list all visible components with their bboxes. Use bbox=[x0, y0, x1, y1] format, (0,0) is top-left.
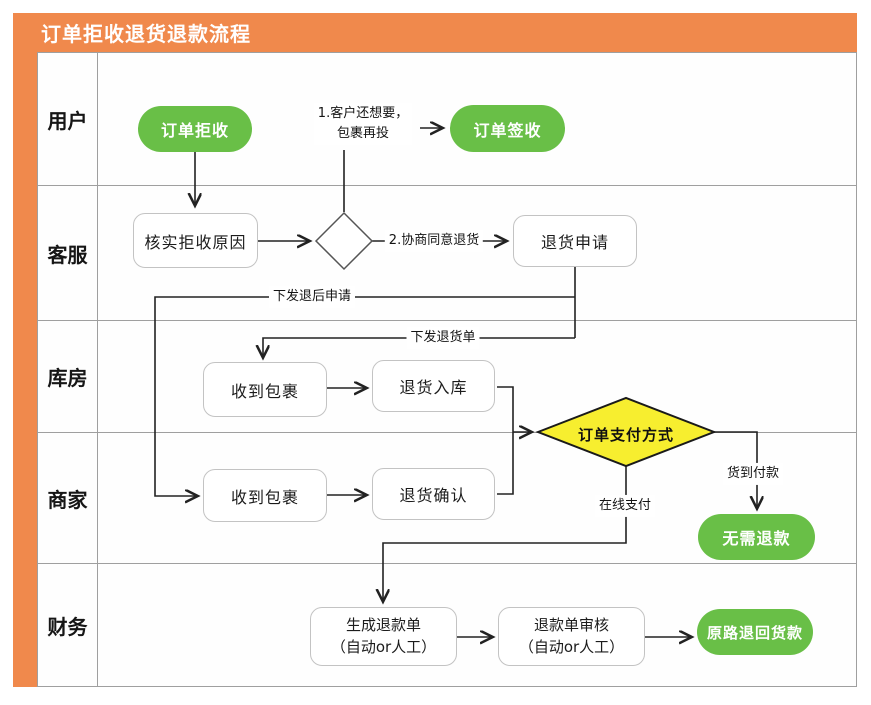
page-title: 订单拒收退货退款流程 bbox=[41, 22, 251, 46]
node-return-request: 退货申请 bbox=[513, 215, 637, 267]
node-return-into-stock: 退货入库 bbox=[372, 360, 495, 412]
edge-label-customer-wants-line1: 1.客户还想要， bbox=[317, 105, 409, 121]
edge-label-issue-return-request: 下发退后申请 bbox=[268, 285, 356, 309]
lane-label-merchant: 商家 bbox=[38, 433, 98, 563]
node-order-rejected: 订单拒收 bbox=[138, 106, 252, 152]
edge-label-customer-wants: 1.客户还想要， 包裹再投 bbox=[313, 102, 413, 146]
lane-label-finance: 财务 bbox=[38, 564, 98, 687]
node-order-signed: 订单签收 bbox=[450, 105, 565, 152]
node-no-refund-needed: 无需退款 bbox=[698, 514, 815, 560]
lane-row-user: 用户 bbox=[38, 53, 856, 186]
frame-left-strip bbox=[13, 52, 37, 687]
node-merchant-receive-package: 收到包裹 bbox=[203, 469, 327, 522]
node-return-confirm: 退货确认 bbox=[372, 468, 495, 520]
edge-label-agree-return: 2.协商同意退货 bbox=[384, 229, 484, 253]
lane-label-warehouse: 库房 bbox=[38, 321, 98, 432]
node-warehouse-receive-package: 收到包裹 bbox=[203, 362, 327, 417]
node-generate-refund-line1: 生成退款单 bbox=[345, 615, 421, 634]
edge-label-online-payment: 在线支付 bbox=[594, 494, 656, 518]
edge-label-issue-return-order: 下发退货单 bbox=[406, 326, 480, 350]
lane-row-finance: 财务 bbox=[38, 564, 856, 687]
node-generate-refund: 生成退款单 （自动or人工） bbox=[310, 607, 457, 666]
node-refund-original-route: 原路退回货款 bbox=[697, 609, 813, 655]
node-generate-refund-line2: （自动or人工） bbox=[330, 637, 437, 656]
node-verify-rejection-reason: 核实拒收原因 bbox=[133, 213, 258, 268]
title-bar: 订单拒收退货退款流程 bbox=[13, 13, 857, 52]
node-refund-review: 退款单审核 （自动or人工） bbox=[498, 607, 645, 666]
decision-order-payment-method-label: 订单支付方式 bbox=[577, 426, 674, 444]
lane-label-user: 用户 bbox=[38, 53, 98, 185]
edge-label-customer-wants-line2: 包裹再投 bbox=[336, 126, 389, 141]
lane-label-service: 客服 bbox=[38, 186, 98, 320]
node-refund-review-line2: （自动or人工） bbox=[518, 637, 625, 656]
node-refund-review-line1: 退款单审核 bbox=[533, 615, 609, 634]
edge-label-cash-on-delivery: 货到付款 bbox=[722, 462, 784, 486]
